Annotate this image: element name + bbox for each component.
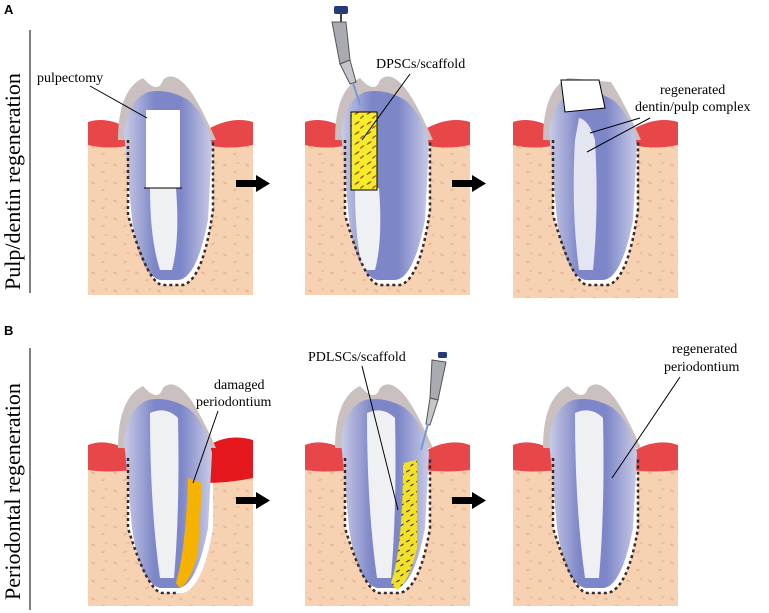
label-damaged-line1: damaged [214,378,265,393]
bone-block [513,453,678,606]
label-pulpectomy: pulpectomy [37,71,103,86]
tooth-b2-scaffold [305,384,470,606]
gum-left [88,442,132,472]
tooth-b1-damaged [88,384,253,606]
leader-regen-perio [611,376,681,479]
panel-a-title: Pulp/dentin regeneration [0,73,25,290]
root-pulp [150,188,178,270]
periodontal-ligament [343,458,432,595]
gum-right-damaged [202,437,253,483]
bone-block [513,130,678,298]
label-regenerated-line1: regenerated [660,83,725,98]
damaged-pdl [176,478,202,588]
label-regenerated-line2: dentin/pulp complex [635,100,750,115]
pulp [575,410,604,578]
periodontal-ligament [343,140,432,287]
bone-block [88,453,253,606]
gum-left [513,442,557,472]
pipette-b-icon [420,352,447,451]
panel-b-letter: B [4,323,13,338]
leader-dpsc-scaffold [361,73,411,141]
arrow-a2-icon [452,175,486,192]
arrow-a1-icon [236,175,270,192]
gum-right [206,120,253,148]
tooth-a2-scaffold [305,76,470,295]
panel-b-title: Periodontal regeneration [0,383,25,600]
tooth-b3-regenerated [513,384,678,606]
gum-right [423,120,470,148]
periodontal-ligament [126,458,178,595]
regenerated-pulp [573,118,597,270]
gum-right [423,442,470,472]
label-regen-perio-line1: regenerated [672,342,737,357]
label-pdlsc-scaffold: PDLSCs/scaffold [308,350,406,365]
label-damaged-line2: periodontium [196,395,272,410]
leader-pdlsc-scaffold [361,365,399,511]
pipette-a-icon [331,6,361,106]
gum-left [305,442,349,472]
tooth-a1-pulpectomy [88,76,253,295]
pulp [367,410,396,578]
bone-block [88,130,253,295]
pulp [150,410,179,578]
leader-regenerated-1 [589,117,641,134]
dpsc-scaffold [350,111,378,191]
bone-block [305,130,470,295]
pdlsc-scaffold [391,460,417,590]
restoration [560,79,606,113]
pulpectomy-cavity [146,110,180,188]
arrow-b2-icon [452,492,486,509]
arrow-b1-icon [236,492,270,509]
label-regen-perio-line2: periodontium [664,360,740,375]
bone-block [305,453,470,606]
gum-right [631,442,678,472]
gum-right [631,120,678,148]
panel-a-letter: A [4,2,14,17]
periodontal-ligament [551,140,640,287]
leader-damaged [192,410,219,484]
leader-pulpectomy [89,85,148,119]
label-dpsc-scaffold: DPSCs/scaffold [376,57,465,72]
leader-regenerated-2 [586,117,651,153]
root-pulp [355,188,381,270]
periodontal-ligament [551,458,640,595]
tooth-a3-regenerated [513,78,678,298]
periodontal-ligament [126,140,215,287]
